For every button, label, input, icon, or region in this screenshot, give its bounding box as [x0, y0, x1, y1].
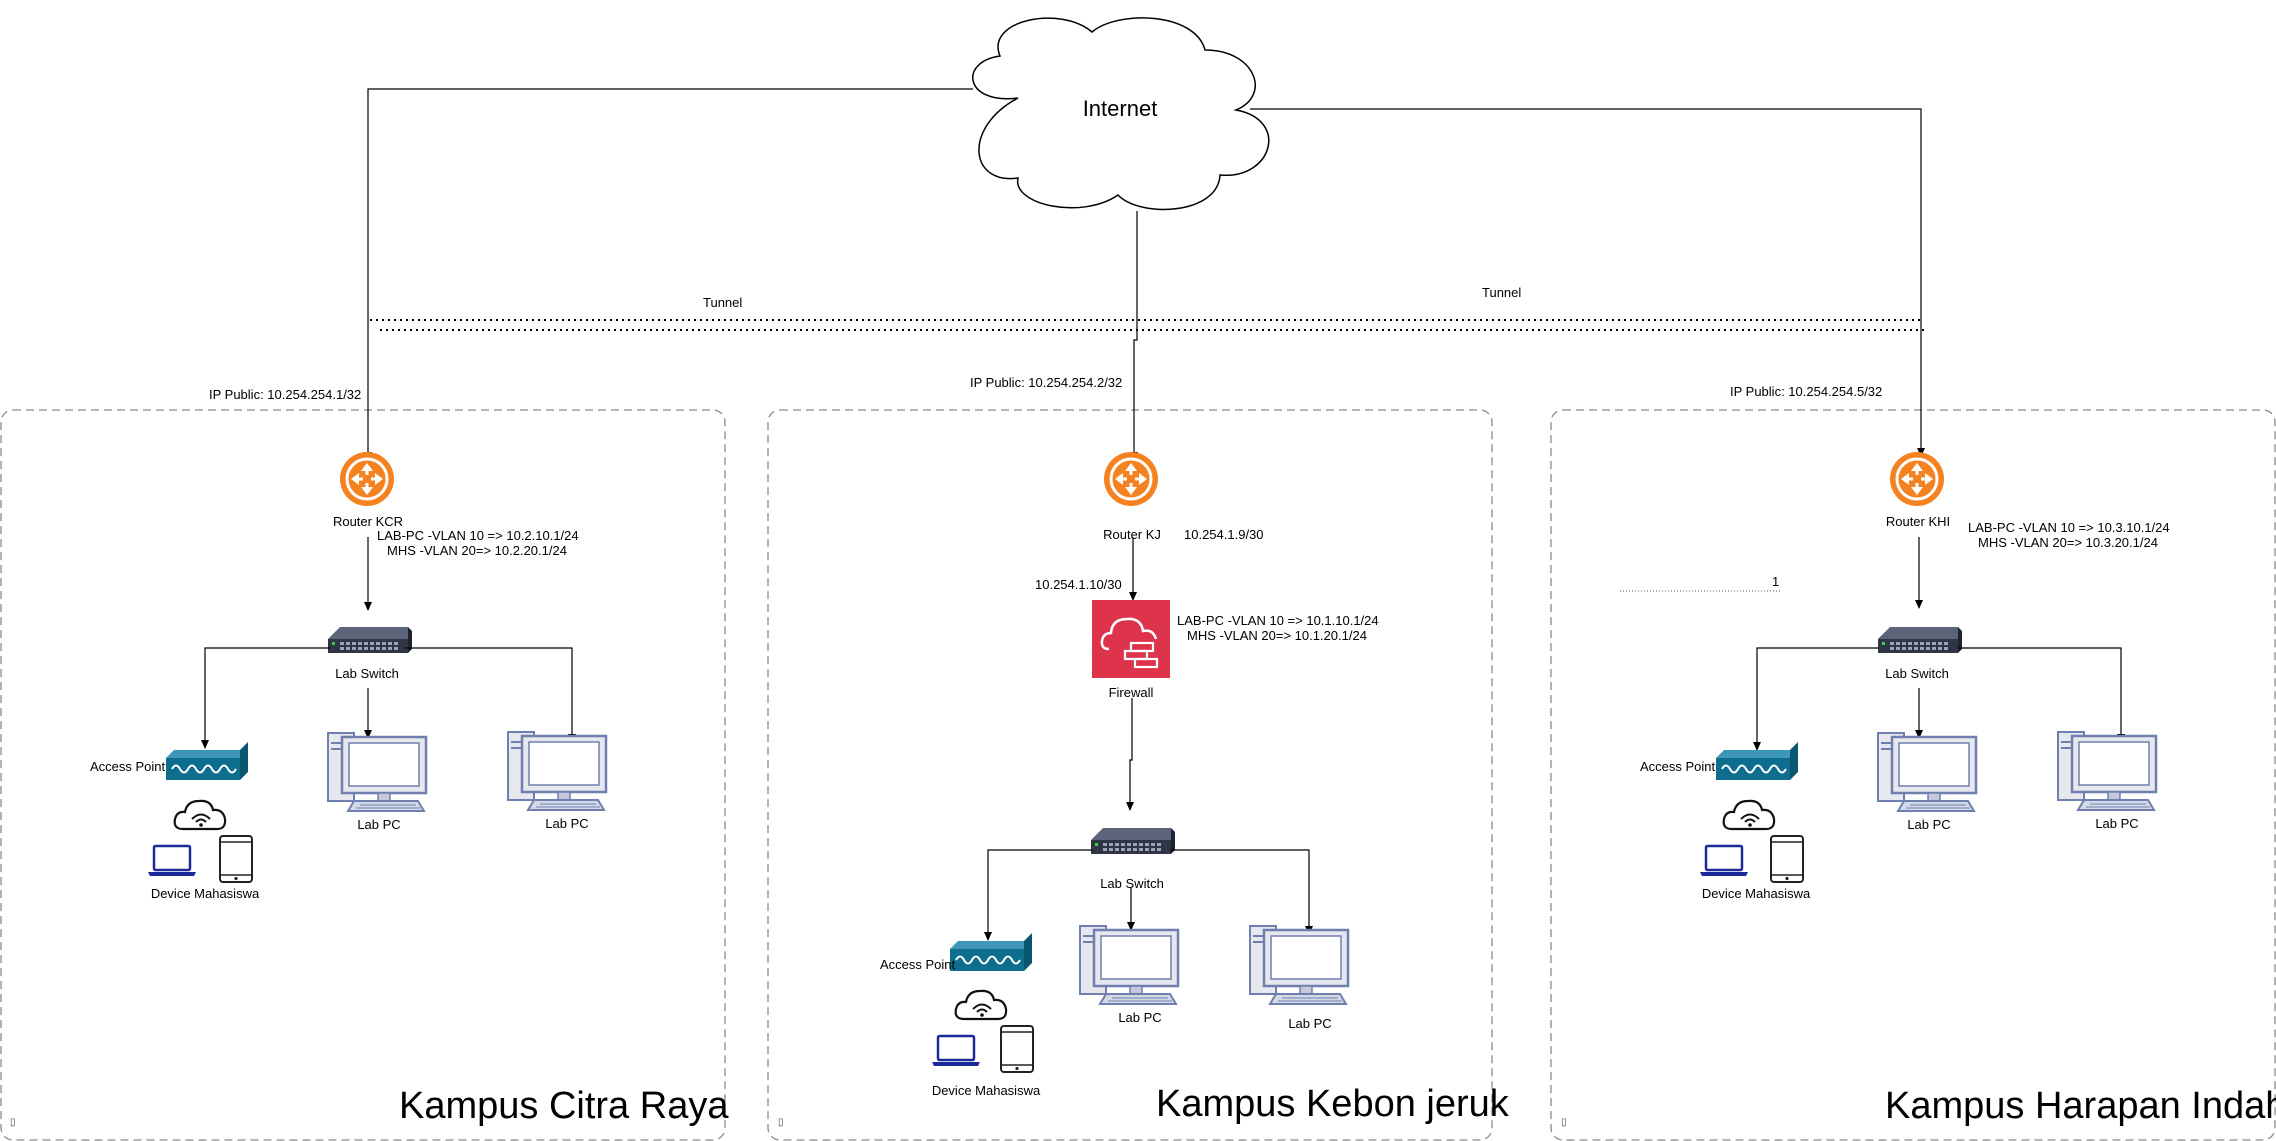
device-label: Device Mahasiswa: [931, 1083, 1041, 1098]
link-internet-kcr: [364, 88, 973, 461]
vlan-line: LAB-PC -VLAN 10 => 10.1.10.1/24: [1177, 613, 1379, 628]
laptop-icon: [1698, 844, 1750, 878]
link-internet-khi: [1250, 108, 1925, 457]
vlan-line: MHS -VLAN 20=> 10.1.20.1/24: [1187, 628, 1367, 643]
campus-group-kebon-jeruk: [767, 409, 1493, 1141]
switch-label: Lab Switch: [1885, 666, 1949, 681]
pc-label: Lab PC: [357, 817, 401, 832]
firewall-icon[interactable]: [1092, 600, 1170, 678]
pc-label: Lab PC: [545, 816, 589, 831]
access-point-label: Access Point: [880, 957, 956, 972]
internet-label: Internet: [1082, 96, 1158, 121]
pc-label: Lab PC: [1907, 817, 1951, 832]
link-switch-ap: [201, 647, 330, 749]
pc-label: Lab PC: [1288, 1016, 1332, 1031]
access-point-label: Access Point: [1640, 759, 1716, 774]
desktop-pc-icon[interactable]: [1078, 924, 1180, 1006]
campus-title: Kampus Citra Raya: [399, 1085, 729, 1127]
access-point-label: Access Point: [90, 759, 166, 774]
desktop-pc-icon[interactable]: [2056, 730, 2158, 812]
router-label: Router KHI: [1885, 514, 1951, 529]
router-label: Router KJ: [1103, 527, 1161, 542]
access-point-icon[interactable]: [165, 741, 249, 781]
corner-marker: ▯: [778, 1117, 784, 1128]
desktop-pc-icon[interactable]: [506, 730, 608, 812]
campus-group-citra-raya: [0, 409, 726, 1141]
tunnel-label: Tunnel: [1482, 285, 1522, 300]
vlan-line: MHS -VLAN 20=> 10.2.20.1/24: [387, 543, 567, 558]
firewall-link-ip: 10.254.1.10/30: [1035, 577, 1122, 592]
router-label: Router KCR: [332, 514, 404, 529]
public-ip-label: IP Public: 10.254.254.5/32: [1730, 384, 1883, 399]
desktop-pc-icon[interactable]: [326, 731, 428, 813]
pc-label: Lab PC: [1118, 1010, 1162, 1025]
access-point-icon[interactable]: [949, 932, 1033, 972]
link-switch-pc2: [1958, 647, 2125, 743]
switch-icon[interactable]: [1091, 828, 1175, 854]
vlan-line: LAB-PC -VLAN 10 => 10.2.10.1/24: [377, 528, 579, 543]
switch-label: Lab Switch: [1100, 876, 1164, 891]
corner-marker: ▯: [1561, 1117, 1567, 1128]
device-label: Device Mahasiswa: [1701, 886, 1811, 901]
vlan-line: MHS -VLAN 20=> 10.3.20.1/24: [1978, 535, 2158, 550]
link-internet-kj: [1130, 211, 1138, 461]
tablet-icon: [1770, 835, 1804, 883]
link-switch-ap: [1753, 647, 1879, 751]
vlan-config: LAB-PC -VLAN 10 => 10.3.10.1/24 MHS -VLA…: [1968, 520, 2170, 550]
cloud-icon: [972, 17, 1270, 211]
campus-group-harapan-indah: [1550, 409, 2276, 1141]
link-switch-ap: [984, 849, 1092, 941]
switch-label: Lab Switch: [335, 666, 399, 681]
public-ip-label: IP Public: 10.254.254.1/32: [209, 387, 362, 402]
tablet-icon: [219, 835, 253, 883]
link-switch-pc2: [1170, 849, 1313, 935]
wifi-cloud-icon: [954, 989, 1008, 1021]
router-icon[interactable]: [1102, 450, 1160, 508]
device-label: Device Mahasiswa: [150, 886, 260, 901]
campus-title: Kampus Kebon jeruk: [1156, 1083, 1509, 1125]
switch-icon[interactable]: [328, 627, 412, 653]
laptop-icon: [146, 844, 198, 878]
link-switch-pc2: [405, 647, 576, 743]
wifi-cloud-icon: [1722, 799, 1776, 831]
stray-text: 1: [1772, 574, 1780, 589]
wifi-cloud-icon: [173, 799, 227, 831]
link-firewall-switch: [1126, 698, 1134, 811]
campus-title: Kampus Harapan Indah: [1885, 1085, 2276, 1127]
laptop-icon: [930, 1034, 982, 1068]
public-ip-label: IP Public: 10.254.254.2/32: [970, 375, 1123, 390]
tunnel-label: Tunnel: [703, 295, 743, 310]
pc-label: Lab PC: [2095, 816, 2139, 831]
router-icon[interactable]: [1888, 450, 1946, 508]
corner-marker: ▯: [10, 1117, 16, 1128]
vlan-line: LAB-PC -VLAN 10 => 10.3.10.1/24: [1968, 520, 2170, 535]
vlan-config: LAB-PC -VLAN 10 => 10.2.10.1/24 MHS -VLA…: [377, 528, 579, 558]
switch-icon[interactable]: [1878, 627, 1962, 653]
router-link-ip: 10.254.1.9/30: [1184, 527, 1264, 542]
desktop-pc-icon[interactable]: [1248, 924, 1350, 1006]
firewall-label: Firewall: [1108, 685, 1154, 700]
tablet-icon: [1000, 1025, 1034, 1073]
router-icon[interactable]: [338, 450, 396, 508]
vlan-config: LAB-PC -VLAN 10 => 10.1.10.1/24 MHS -VLA…: [1177, 613, 1379, 643]
desktop-pc-icon[interactable]: [1876, 731, 1978, 813]
